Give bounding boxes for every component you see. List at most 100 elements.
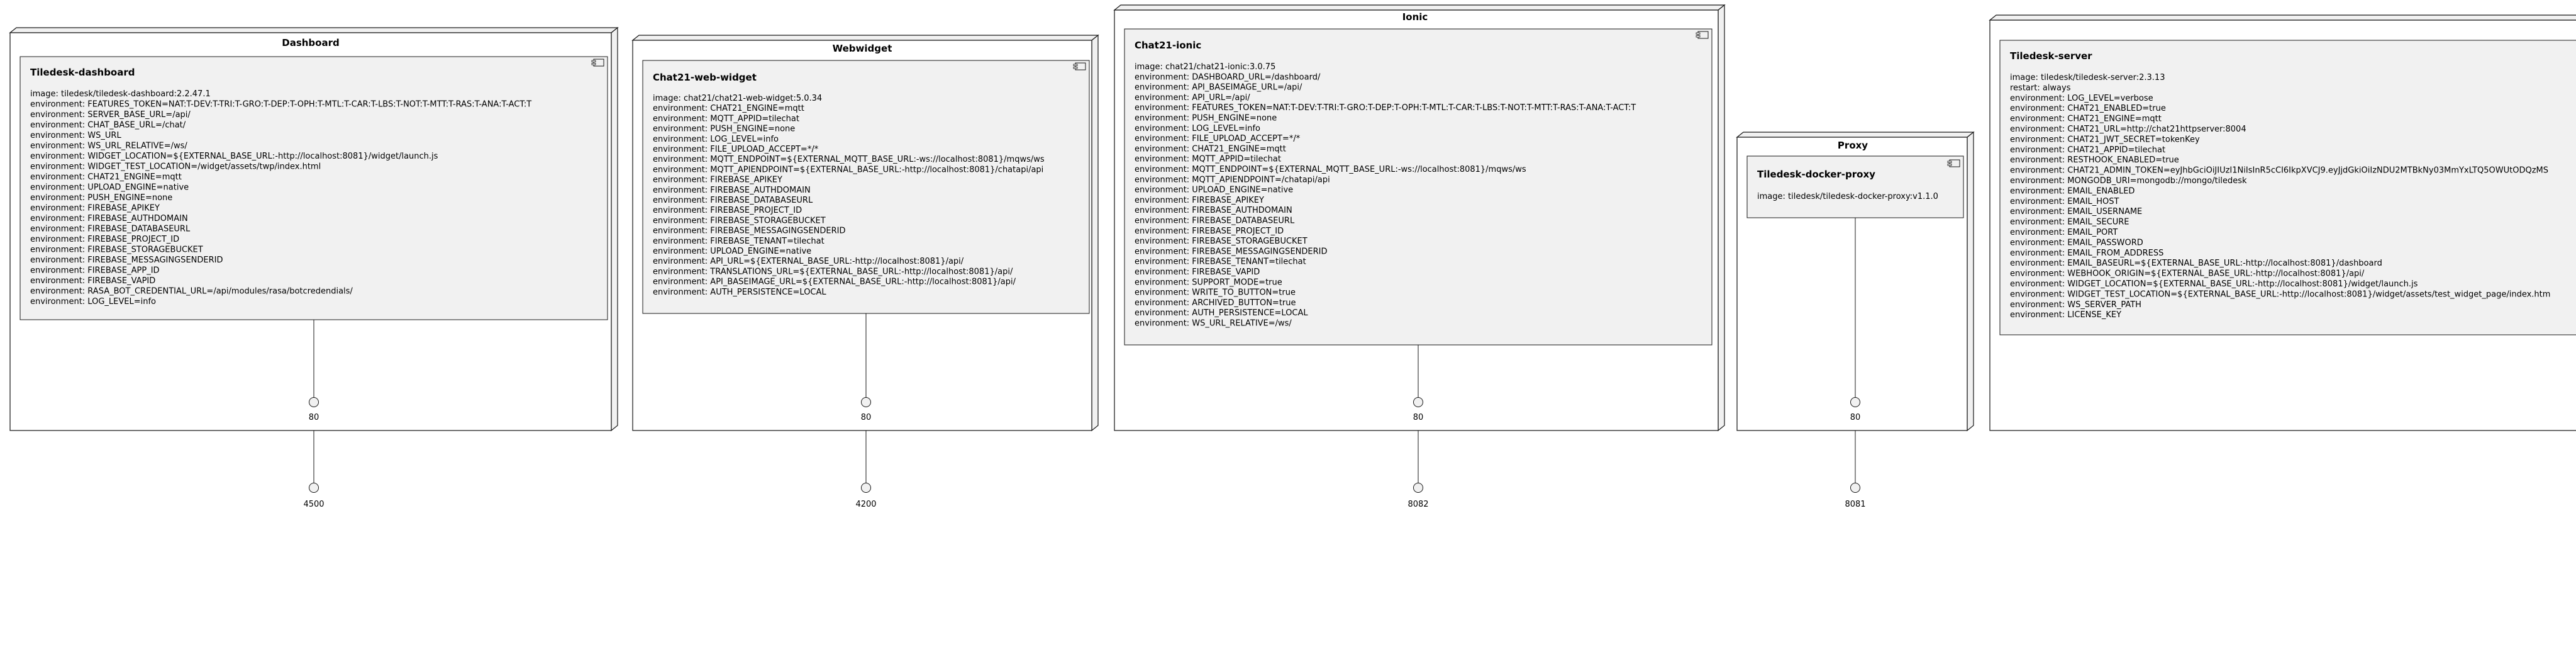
component-detail-line: image: chat21/chat21-web-widget:5.0.34 <box>653 94 822 103</box>
node-title: Dashboard <box>282 37 339 48</box>
component-detail-line: environment: MQTT_APPID=tilechat <box>1135 155 1281 164</box>
component-detail-line: environment: FEATURES_TOKEN=NAT:T-DEV:T-… <box>30 100 531 110</box>
component-detail-line: environment: EMAIL_USERNAME <box>2010 207 2142 217</box>
component-detail-line: environment: AUTH_PERSISTENCE=LOCAL <box>1135 308 1308 318</box>
component-detail-line: environment: FIREBASE_APIKEY <box>1135 196 1264 205</box>
port-circle <box>861 397 871 407</box>
component-detail-line: environment: WRITE_TO_BUTTON=true <box>1135 288 1296 298</box>
component-detail-line: environment: FIREBASE_AUTHDOMAIN <box>653 186 811 195</box>
component-detail-line: environment: FIREBASE_MESSAGINGSENDERID <box>30 256 223 265</box>
component-detail-line: environment: EMAIL_BASEURL=${EXTERNAL_BA… <box>2010 259 2382 268</box>
component-detail-line: environment: CHAT21_JWT_SECRET=tokenKey <box>2010 135 2200 144</box>
component-detail-line: environment: FILE_UPLOAD_ACCEPT=*/* <box>653 145 819 154</box>
component-detail-line: environment: PUSH_ENGINE=none <box>1135 114 1277 123</box>
component-detail-line: environment: CHAT21_ADMIN_TOKEN=eyJhbGci… <box>2010 166 2548 176</box>
component-detail-line: environment: EMAIL_FROM_ADDRESS <box>2010 249 2163 258</box>
component-detail-line: environment: CHAT21_ENGINE=mqtt <box>2010 115 2162 124</box>
internal-port-label: 80 <box>1413 413 1424 422</box>
component-detail-line: environment: WEBHOOK_ORIGIN=${EXTERNAL_B… <box>2010 269 2365 279</box>
component-detail-line: image: tiledesk/tiledesk-dashboard:2.2.4… <box>30 89 211 99</box>
external-port-label: 8082 <box>1407 500 1428 509</box>
component-detail-line: environment: WS_URL <box>30 131 121 140</box>
internal-port-label: 80 <box>861 413 872 422</box>
component-detail-line: environment: WS_SERVER_PATH <box>2010 300 2141 310</box>
component-detail-line: environment: FIREBASE_DATABASEURL <box>653 196 813 205</box>
component-name: Tiledesk-docker-proxy <box>1757 169 1875 180</box>
internal-port-label: 80 <box>1850 413 1861 422</box>
component-icon <box>1947 159 1960 167</box>
node-title: Webwidget <box>833 43 892 54</box>
component-detail-line: environment: EMAIL_HOST <box>2010 197 2119 206</box>
component-icon <box>1073 62 1086 70</box>
component-details: image: tiledesk/tiledesk-docker-proxy:v1… <box>1757 192 1938 201</box>
external-port-label: 4200 <box>855 500 876 509</box>
component-detail-line: environment: WS_URL_RELATIVE=/ws/ <box>30 142 187 151</box>
component-box <box>1999 40 2576 335</box>
component-detail-line: environment: CHAT21_ENGINE=mqtt <box>30 172 182 182</box>
component-detail-line: environment: EMAIL_ENABLED <box>2010 186 2135 196</box>
component-detail-line: environment: FIREBASE_APP_ID <box>30 266 160 276</box>
node-3d-face <box>1113 4 1726 11</box>
component-detail-line: environment: PUSH_ENGINE=none <box>653 125 795 134</box>
component-detail-line: environment: WIDGET_TEST_LOCATION=/widge… <box>30 162 321 172</box>
component-detail-line: environment: UPLOAD_ENGINE=native <box>30 183 189 193</box>
component-detail-line: environment: CHAT_BASE_URL=/chat/ <box>30 121 186 130</box>
node-webwidget: Webwidget Chat21-web-widget image: chat2… <box>631 34 1099 509</box>
component-name: Tiledesk-server <box>2010 50 2092 62</box>
external-port-label: 4500 <box>303 500 324 509</box>
component-detail-line: environment: FIREBASE_DATABASEURL <box>30 225 191 234</box>
component-detail-line: environment: UPLOAD_ENGINE=native <box>653 247 811 256</box>
component-detail-line: image: chat21/chat21-ionic:3.0.75 <box>1135 62 1275 72</box>
node-3d-face <box>9 27 619 33</box>
component-details: image: chat21/chat21-web-widget:5.0.34 en… <box>653 94 1045 297</box>
component-detail-line: environment: FIREBASE_AUTHDOMAIN <box>1135 206 1292 215</box>
node-3d-face <box>1091 34 1099 432</box>
component-detail-line: environment: SUPPORT_MODE=true <box>1135 278 1282 287</box>
component-detail-line: environment: FIREBASE_STORAGEBUCKET <box>1135 237 1307 246</box>
external-port-label: 8081 <box>1845 500 1865 509</box>
component-detail-line: environment: FIREBASE_APIKEY <box>30 204 160 213</box>
component-detail-line: environment: API_URL=${EXTERNAL_BASE_URL… <box>653 257 964 266</box>
component-detail-line: environment: RESTHOOK_ENABLED=true <box>2010 155 2179 165</box>
component-detail-line: environment: WIDGET_TEST_LOCATION=${EXTE… <box>2010 290 2550 299</box>
component-detail-line: environment: CHAT21_ENGINE=mqtt <box>1135 144 1286 154</box>
component-detail-line: environment: MQTT_APPID=tilechat <box>653 114 799 123</box>
component-detail-line: environment: FIREBASE_TENANT=tilechat <box>653 237 824 246</box>
port-circle <box>309 483 319 493</box>
component-detail-line: environment: FEATURES_TOKEN=NAT:T-DEV:T-… <box>1135 103 1636 113</box>
component-detail-line: environment: FIREBASE_PROJECT_ID <box>1135 227 1284 236</box>
node-title: Ionic <box>1402 11 1428 23</box>
component-detail-line: environment: LOG_LEVEL=info <box>653 135 779 144</box>
node-proxy: Proxy Tiledesk-docker-proxy image: tiled… <box>1736 131 1975 509</box>
component-detail-line: environment: EMAIL_PASSWORD <box>2010 238 2143 247</box>
component-box <box>642 60 1090 314</box>
component-detail-line: environment: CHAT21_ENABLED=true <box>2010 104 2166 113</box>
component-detail-line: environment: MONGODB_URI=mongodb://mongo… <box>2010 176 2247 186</box>
component-detail-line: environment: DASHBOARD_URL=/dashboard/ <box>1135 72 1321 82</box>
node-3d-face <box>1736 132 1975 138</box>
component-detail-line: environment: MQTT_APIENDPOINT=/chatapi/a… <box>1135 175 1330 184</box>
component-detail-line: environment: FIREBASE_MESSAGINGSENDERID <box>1135 247 1327 256</box>
component-name: Chat21-ionic <box>1135 40 1201 51</box>
port-circle <box>309 397 319 407</box>
component-detail-line: environment: CHAT21_URL=http://chat21htt… <box>2010 125 2246 134</box>
node-ionic: Ionic Chat21-ionic image: chat21/chat21-… <box>1113 4 1726 509</box>
component-detail-line: environment: MQTT_APIENDPOINT=${EXTERNAL… <box>653 165 1043 174</box>
component-name: Chat21-web-widget <box>653 72 757 83</box>
component-detail-line: environment: FIREBASE_PROJECT_ID <box>30 235 179 244</box>
component-detail-line: environment: LOG_LEVEL=info <box>30 297 156 307</box>
node-3d-face <box>1718 4 1725 432</box>
component-detail-line: environment: FIREBASE_STORAGEBUCKET <box>30 245 203 255</box>
node-3d-face <box>611 26 618 432</box>
component-detail-line: environment: FIREBASE_MESSAGINGSENDERID <box>653 227 845 236</box>
component-detail-line: environment: FIREBASE_TENANT=tilechat <box>1135 257 1306 267</box>
component-detail-line: environment: FILE_UPLOAD_ACCEPT=*/* <box>1135 134 1301 143</box>
node-3d-face <box>631 35 1099 41</box>
component-box <box>19 56 608 320</box>
component-details: image: tiledesk/tiledesk-dashboard:2.2.4… <box>30 89 531 307</box>
component-detail-line: environment: FIREBASE_VAPID <box>1135 267 1260 277</box>
component-detail-line: environment: ARCHIVED_BUTTON=true <box>1135 298 1296 308</box>
